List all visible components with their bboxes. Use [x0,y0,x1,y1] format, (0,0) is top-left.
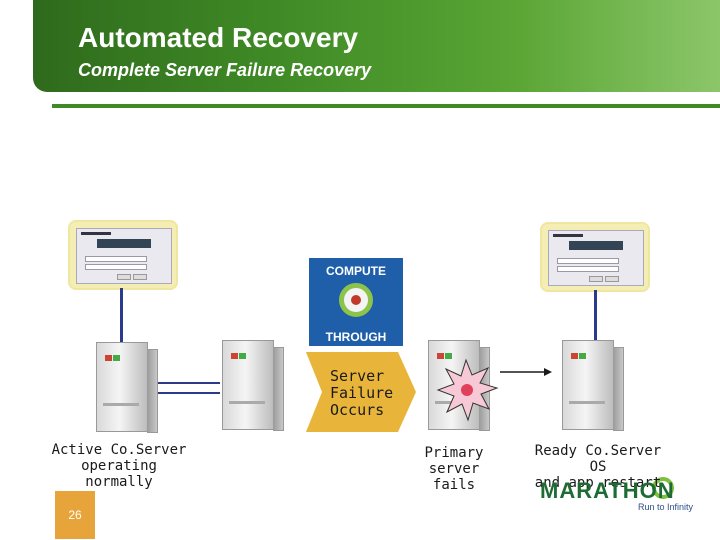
recycle-arrows-icon [339,283,373,317]
screen-button [589,276,603,282]
server-led-red [105,355,112,361]
primary-caption-line2: fails [432,477,476,493]
restart-arrow-head [544,368,552,376]
failure-line-2: Failure [330,384,394,402]
active-caption: Active Co.Server operating normally [44,442,194,490]
header-band [33,0,720,92]
screen-titlebar [81,232,111,235]
server-led-red [571,353,578,359]
ready-server [562,340,624,431]
primary-server [428,340,490,431]
active-server [96,342,158,433]
compute-label: COMPUTE [326,264,386,278]
server-led-green [239,353,246,359]
left-monitor [70,222,176,288]
failure-line-3: Occurs [330,401,385,419]
left-monitor-screen [76,228,172,284]
right-monitor-screen [548,230,644,286]
server-slot [569,401,605,404]
screen-titlebar [553,234,583,237]
screen-field [557,258,619,264]
screen-field [85,264,147,270]
failure-dot-icon [351,295,361,305]
failure-label: Server Failure Occurs [330,368,400,419]
server-led-green [579,353,586,359]
screen-field [85,256,147,262]
screen-field [557,266,619,272]
server-slot [229,401,265,404]
slide-title: Automated Recovery [78,22,359,53]
slide-header: Automated Recovery Complete Server Failu… [0,0,720,108]
server-led-green [445,353,452,359]
ready-caption-line1: Ready Co.Server OS [534,443,662,475]
coserver [222,340,284,431]
right-monitor [542,224,648,290]
left-server-link-bottom [150,392,220,394]
failure-line-1: Server [330,367,385,385]
screen-button [117,274,131,280]
server-led-red [231,353,238,359]
windows-server-logo-icon [97,239,151,248]
marathon-logo: MARATHON [540,478,675,503]
through-label: THROUGH [325,330,387,344]
ready-caption: Ready Co.Server OS and app restart [524,443,672,491]
page-number: 26 [55,491,95,539]
header-rule [52,104,720,108]
right-monitor-cable [594,290,597,350]
slide-subtitle: Complete Server Failure Recovery [78,60,372,80]
windows-server-logo-icon [569,241,623,250]
brand-tagline: Run to Infinity [638,502,694,512]
server-led-green [113,355,120,361]
compute-through-badge: COMPUTE THROUGH [309,258,403,346]
left-monitor-cable [120,288,123,348]
screen-button [605,276,619,282]
primary-caption: Primary server fails [396,445,512,493]
server-slot [435,401,471,404]
server-led-red [437,353,444,359]
server-slot [103,403,139,406]
screen-button [133,274,147,280]
active-caption-line2: operating normally [81,458,157,490]
primary-caption-line1: Primary server [424,445,484,477]
ready-caption-line2: and app restart [534,475,662,491]
active-caption-line1: Active Co.Server [51,442,187,458]
left-server-link-top [150,382,220,384]
